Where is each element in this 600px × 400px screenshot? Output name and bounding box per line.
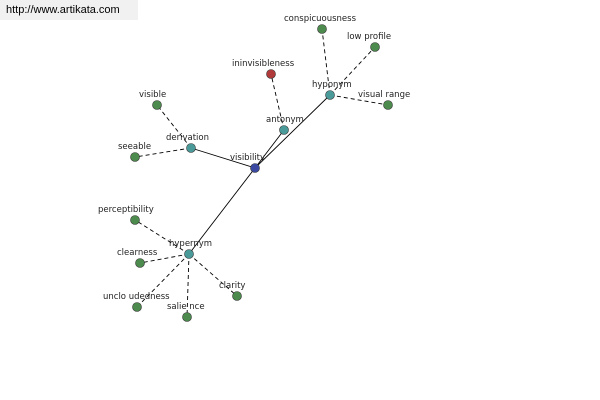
leaf-visual-range-node[interactable] xyxy=(383,100,393,110)
leaf-seeable-label[interactable]: seeable xyxy=(118,142,151,152)
center-visibility-label[interactable]: visibility xyxy=(230,153,265,163)
leaf-clearness-label[interactable]: clearness xyxy=(117,248,158,258)
leaf-unclo-udedness-label[interactable]: unclo udedness xyxy=(103,292,170,302)
leaf-low-profile-label[interactable]: low profile xyxy=(347,32,391,42)
leaf-salie-nce-node[interactable] xyxy=(182,312,192,322)
edge-center-hyponym xyxy=(254,94,331,169)
relation-derivation-label[interactable]: derivation xyxy=(166,133,209,143)
center-visibility-node[interactable] xyxy=(250,163,260,173)
graph-edges xyxy=(134,28,389,318)
relation-antonym-node[interactable] xyxy=(279,125,289,135)
edge-hyponym-visual-range xyxy=(329,94,389,106)
edge-center-derivation xyxy=(190,147,256,169)
leaf-salie-nce-label[interactable]: salie nce xyxy=(167,302,205,312)
edge-derivation-seeable xyxy=(134,147,192,158)
leaf-seeable-node[interactable] xyxy=(130,152,140,162)
leaf-conspicuousness-label[interactable]: conspicuousness xyxy=(284,14,357,24)
leaf-perceptibility-label[interactable]: perceptibility xyxy=(98,205,154,215)
leaf-visible-node[interactable] xyxy=(152,100,162,110)
relation-hyponym-node[interactable] xyxy=(325,90,335,100)
edge-hypernym-unclo-udedness xyxy=(136,253,190,308)
leaf-low-profile-node[interactable] xyxy=(370,42,380,52)
edge-hypernym-perceptibility xyxy=(134,219,190,255)
leaf-visual-range-label[interactable]: visual range xyxy=(358,90,410,100)
leaf-conspicuousness-node[interactable] xyxy=(317,24,327,34)
relation-derivation-node[interactable] xyxy=(186,143,196,153)
leaf-ininvisibleness-label[interactable]: ininvisibleness xyxy=(232,59,295,69)
leaf-clarity-label[interactable]: clarity xyxy=(219,281,245,291)
edge-center-hypernym xyxy=(188,167,256,255)
leaf-unclo-udedness-node[interactable] xyxy=(132,302,142,312)
edge-hyponym-low-profile xyxy=(329,46,376,96)
relation-antonym-label[interactable]: antonym xyxy=(266,115,304,125)
leaf-perceptibility-node[interactable] xyxy=(130,215,140,225)
relation-hypernym-label[interactable]: hypernym xyxy=(169,239,212,249)
leaf-visible-label[interactable]: visible xyxy=(139,90,166,100)
relation-hyponym-label[interactable]: hyponym xyxy=(312,80,352,90)
leaf-clarity-node[interactable] xyxy=(232,291,242,301)
edge-hypernym-salie-nce xyxy=(186,253,190,318)
leaf-ininvisibleness-node[interactable] xyxy=(266,69,276,79)
edge-hypernym-clarity xyxy=(188,253,238,297)
leaf-clearness-node[interactable] xyxy=(135,258,145,268)
graph-nodes: visibility hyponym conspicuousness low prof… xyxy=(98,14,410,322)
watermark-link: http://www.artikata.com xyxy=(0,0,138,20)
edge-center-antonym xyxy=(254,129,285,169)
edge-antonym-ininvisibleness xyxy=(270,73,285,131)
edge-hypernym-clearness xyxy=(139,253,190,264)
relation-hypernym-node[interactable] xyxy=(184,249,194,259)
edge-derivation-visible xyxy=(156,104,192,149)
